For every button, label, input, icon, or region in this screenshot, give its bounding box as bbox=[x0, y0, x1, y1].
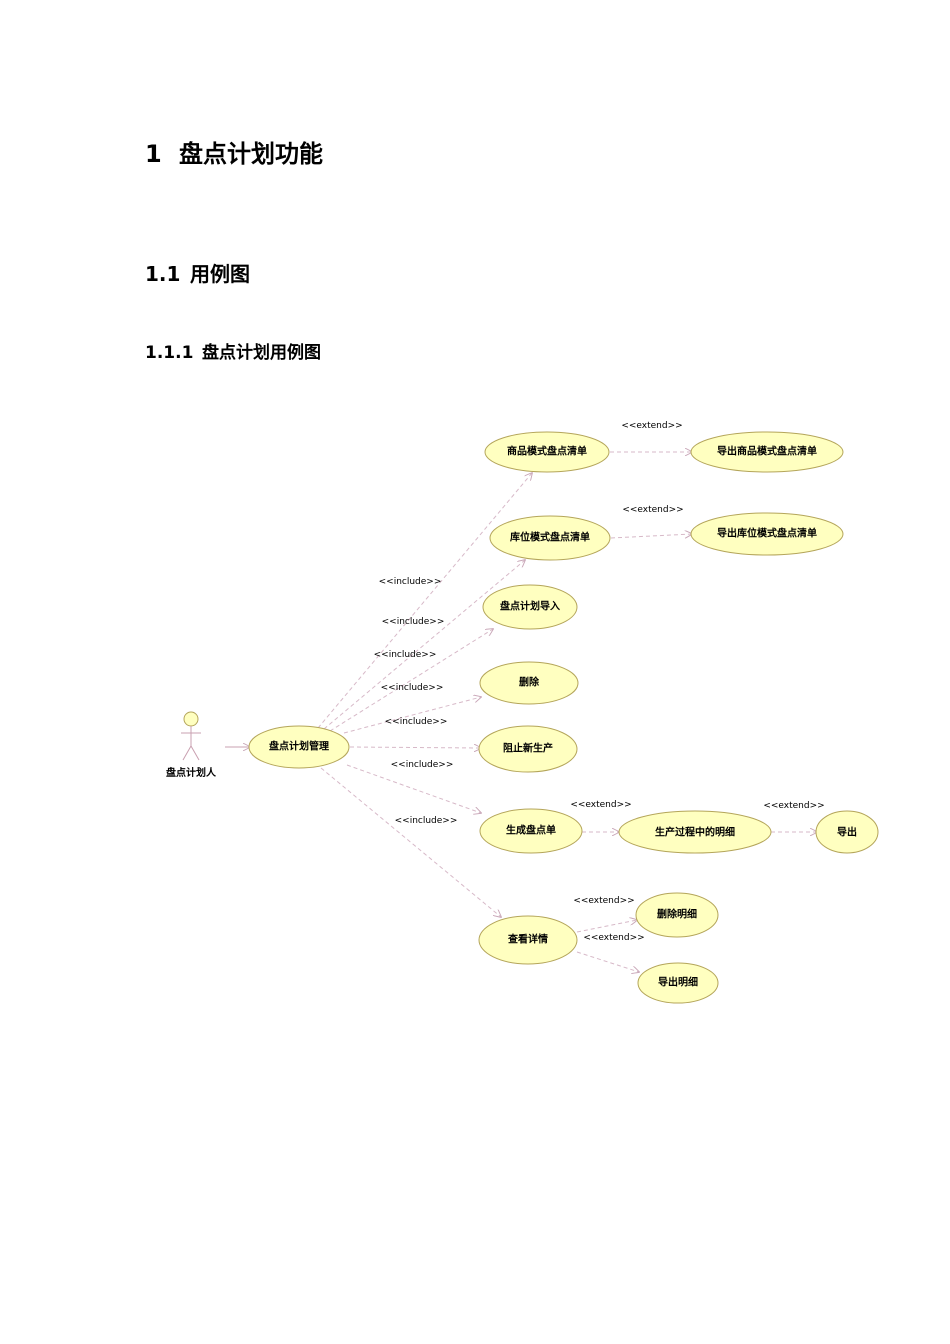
usecase-gen-list[interactable] bbox=[479, 808, 583, 854]
include-line-delete bbox=[343, 697, 481, 734]
section-title: 用例图 bbox=[190, 262, 250, 286]
usecase-import[interactable] bbox=[482, 584, 578, 630]
include-line-import bbox=[329, 629, 493, 732]
usecase-export-loc-list[interactable] bbox=[690, 512, 844, 556]
section-heading-1-1: 1.1 用例图 bbox=[145, 258, 250, 287]
usecase-export-goods-list[interactable] bbox=[690, 431, 844, 473]
usecase-label: 删除明细 bbox=[657, 908, 697, 921]
usecase-label: 导出 bbox=[837, 826, 857, 839]
usecase-delete-detail[interactable] bbox=[635, 892, 719, 938]
extend-label: <<extend>> bbox=[621, 421, 682, 431]
section-title: 盘点计划功能 bbox=[179, 140, 323, 168]
section-number: 1 bbox=[145, 140, 162, 168]
extend-line-export-loc bbox=[610, 534, 692, 539]
usecase-goods-list[interactable] bbox=[484, 431, 610, 473]
usecase-detail-in-prod[interactable] bbox=[618, 810, 772, 854]
extend-line-export-detail bbox=[576, 951, 639, 972]
usecase-label: 生成盘点单 bbox=[506, 824, 556, 837]
usecase-label: 盘点计划管理 bbox=[269, 740, 329, 753]
usecase-manage[interactable] bbox=[248, 725, 350, 769]
include-line-view-detail bbox=[320, 767, 501, 917]
include-label: <<include>> bbox=[374, 650, 437, 660]
usecase-label: 库位模式盘点清单 bbox=[510, 531, 590, 544]
actor-figure[interactable] bbox=[181, 711, 201, 761]
extend-label: <<extend>> bbox=[622, 505, 683, 515]
usecase-delete[interactable] bbox=[479, 661, 579, 705]
include-label: <<include>> bbox=[379, 577, 442, 587]
usecase-export-detail[interactable] bbox=[637, 962, 719, 1004]
actor-label: 盘点计划人 bbox=[166, 766, 217, 779]
usecase-label: 删除 bbox=[519, 676, 540, 689]
extend-label: <<extend>> bbox=[583, 933, 644, 943]
usecase-label: 导出库位模式盘点清单 bbox=[717, 527, 817, 540]
section-heading-1: 1 盘点计划功能 bbox=[145, 134, 323, 169]
include-line-block-new bbox=[349, 747, 481, 748]
include-line-loc-list bbox=[323, 560, 525, 730]
section-number: 1.1.1 bbox=[145, 343, 194, 363]
extend-label: <<extend>> bbox=[763, 801, 824, 811]
include-label: <<include>> bbox=[391, 760, 454, 770]
usecase-label: 导出明细 bbox=[658, 976, 698, 989]
section-title: 盘点计划用例图 bbox=[202, 343, 321, 363]
usecase-block-new[interactable] bbox=[478, 725, 578, 773]
include-label: <<include>> bbox=[381, 683, 444, 693]
usecase-label: 导出商品模式盘点清单 bbox=[717, 445, 817, 458]
include-line-gen-list bbox=[346, 764, 481, 813]
extend-line-delete-detail bbox=[576, 920, 637, 933]
usecase-label: 生产过程中的明细 bbox=[655, 826, 735, 839]
extend-label: <<extend>> bbox=[573, 896, 634, 906]
section-number: 1.1 bbox=[145, 262, 181, 286]
usecase-export[interactable] bbox=[815, 810, 879, 854]
usecase-label: 商品模式盘点清单 bbox=[507, 445, 587, 458]
usecase-label: 阻止新生产 bbox=[503, 742, 553, 755]
section-heading-1-1-1: 1.1.1 盘点计划用例图 bbox=[145, 338, 321, 363]
usecase-label: 查看详情 bbox=[507, 933, 548, 946]
usecase-label: 盘点计划导入 bbox=[500, 600, 560, 613]
include-label: <<include>> bbox=[385, 717, 448, 727]
usecase-view-detail[interactable] bbox=[478, 915, 578, 965]
include-label: <<include>> bbox=[395, 816, 458, 826]
include-label: <<include>> bbox=[382, 617, 445, 627]
usecase-loc-list[interactable] bbox=[489, 515, 611, 561]
extend-label: <<extend>> bbox=[570, 800, 631, 810]
